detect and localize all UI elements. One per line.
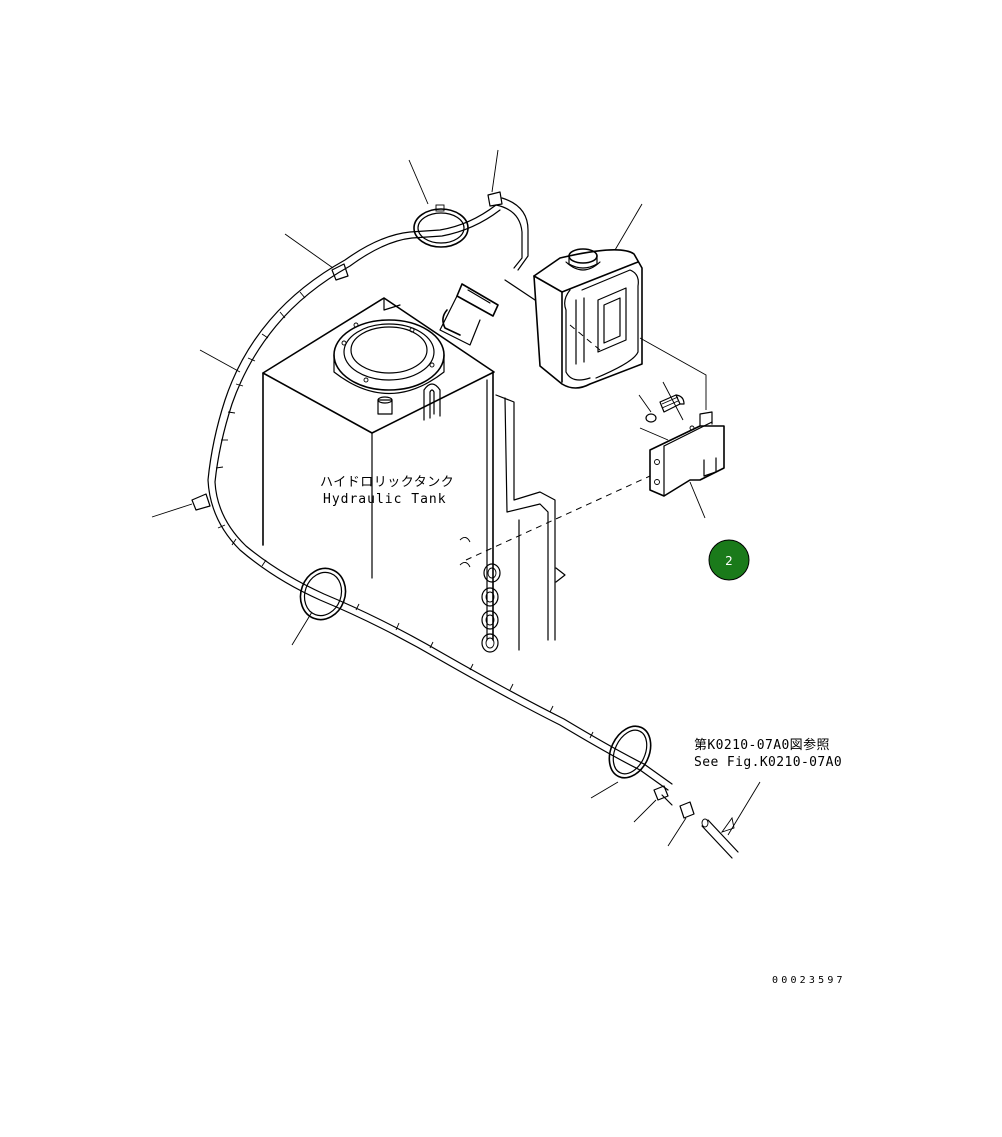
- hose-routing: [191, 191, 739, 859]
- mounting-bracket: [649, 411, 725, 497]
- bolt-and-washer: [645, 394, 685, 423]
- reference-jp: 第K0210-07A0図参照: [694, 737, 830, 753]
- part-marker-2[interactable]: 2: [708, 539, 750, 581]
- drawing-number: 00023597: [772, 975, 846, 986]
- marker-label: 2: [725, 554, 733, 568]
- leader-lines: [151, 149, 761, 847]
- side-fittings: [459, 537, 566, 653]
- reservoir-bottle: [533, 248, 643, 389]
- tank-label-en: Hydraulic Tank: [323, 492, 447, 507]
- hydraulic-tank: [262, 283, 566, 653]
- marker-circle: [708, 539, 750, 581]
- tank-label-jp: ハイドロリックタンク: [320, 475, 454, 490]
- reference-en: See Fig.K0210-07A0: [694, 755, 842, 770]
